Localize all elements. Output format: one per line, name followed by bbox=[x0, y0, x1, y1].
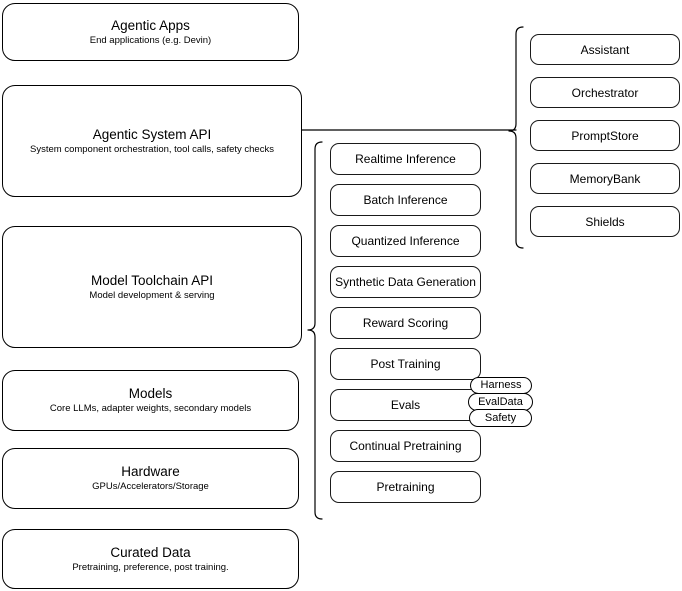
capability-label: Shields bbox=[585, 214, 625, 229]
right-brace bbox=[508, 26, 524, 249]
capability-box-synthetic-data-generation[interactable]: Synthetic Data Generation bbox=[330, 266, 481, 298]
layer-title: Curated Data bbox=[110, 544, 191, 560]
capability-label: Continual Pretraining bbox=[349, 439, 462, 453]
capability-label: Synthetic Data Generation bbox=[335, 275, 476, 289]
capability-label: Assistant bbox=[580, 42, 630, 57]
capability-box-realtime-inference[interactable]: Realtime Inference bbox=[330, 143, 481, 175]
evals-badge-safety[interactable]: Safety bbox=[469, 409, 532, 427]
capability-label: Post Training bbox=[370, 357, 441, 371]
capability-box-pretraining[interactable]: Pretraining bbox=[330, 471, 481, 503]
layer-subtitle: Model development & serving bbox=[89, 289, 215, 301]
capability-box-continual-pretraining[interactable]: Continual Pretraining bbox=[330, 430, 481, 462]
layer-title: Models bbox=[128, 386, 173, 401]
capability-box-post-training[interactable]: Post Training bbox=[330, 348, 481, 380]
component-box-shields[interactable]: Shields bbox=[530, 206, 680, 237]
capability-box-batch-inference[interactable]: Batch Inference bbox=[330, 184, 481, 216]
component-box-assistant[interactable]: Assistant bbox=[530, 34, 680, 65]
capability-box-reward-scoring[interactable]: Reward Scoring bbox=[330, 307, 481, 339]
evals-badge-harness[interactable]: Harness bbox=[470, 377, 532, 394]
capability-box-quantized-inference[interactable]: Quantized Inference bbox=[330, 225, 481, 257]
capability-label: Pretraining bbox=[376, 480, 435, 494]
layer-subtitle: System component orchestration, tool cal… bbox=[30, 143, 274, 155]
layer-subtitle: Core LLMs, adapter weights, secondary mo… bbox=[49, 403, 252, 414]
capability-label: Quantized Inference bbox=[351, 234, 460, 248]
layer-title: Hardware bbox=[121, 464, 180, 479]
capability-label: MemoryBank bbox=[569, 171, 641, 186]
component-box-memorybank[interactable]: MemoryBank bbox=[530, 163, 680, 194]
capability-label: Evals bbox=[390, 398, 421, 412]
layer-subtitle: Pretraining, preference, post training. bbox=[72, 561, 229, 573]
layer-subtitle: GPUs/Accelerators/Storage bbox=[92, 481, 209, 492]
capability-label: Reward Scoring bbox=[362, 316, 449, 330]
capability-box-evals[interactable]: Evals bbox=[330, 389, 481, 421]
evals-badge-label: Harness bbox=[480, 379, 522, 391]
middle-brace bbox=[307, 141, 323, 520]
capability-label: Orchestrator bbox=[571, 85, 639, 100]
evals-badge-label: EvalData bbox=[478, 395, 523, 408]
evals-badge-label: Safety bbox=[484, 411, 517, 424]
layer-title: Agentic System API bbox=[92, 126, 212, 142]
capability-label: Realtime Inference bbox=[355, 152, 456, 166]
layer-title: Agentic Apps bbox=[111, 17, 190, 33]
component-box-promptstore[interactable]: PromptStore bbox=[530, 120, 680, 151]
component-box-orchestrator[interactable]: Orchestrator bbox=[530, 77, 680, 108]
capability-label: Batch Inference bbox=[363, 193, 448, 207]
layer-subtitle: End applications (e.g. Devin) bbox=[89, 34, 212, 46]
layer-title: Model Toolchain API bbox=[90, 272, 214, 288]
capability-label: PromptStore bbox=[571, 128, 639, 143]
